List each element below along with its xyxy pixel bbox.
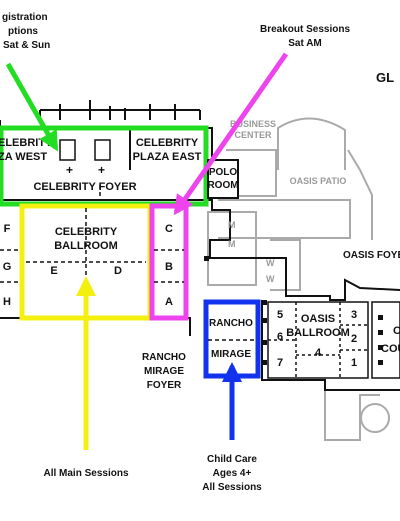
registration-callout-line-3: Sat & Sun xyxy=(3,40,50,51)
oasis-section-2: 2 xyxy=(351,333,357,345)
rancho-mirage-highlight xyxy=(203,299,261,379)
restroom-w-label-2: W xyxy=(266,274,275,284)
business-center-label-2: CENTER xyxy=(234,130,272,140)
oasis-south-wall xyxy=(261,300,400,391)
svg-text:+: + xyxy=(66,163,73,177)
section-a-label: A xyxy=(165,296,173,308)
map-title: GL xyxy=(376,70,394,85)
child-care-callout: Child Care Ages 4+ All Sessions xyxy=(202,454,262,493)
breakout-arrow xyxy=(173,52,289,216)
section-h-label: H xyxy=(3,296,11,308)
section-g-label: G xyxy=(3,261,12,273)
oasis-label-1: OASIS xyxy=(301,313,335,325)
business-wing-outline xyxy=(226,149,277,197)
court-label: COU xyxy=(381,343,400,355)
oasis-ballroom-walls xyxy=(267,301,400,379)
breakout-callout: Breakout Sessions Sat AM xyxy=(260,24,350,49)
main-sessions-callout: All Main Sessions xyxy=(43,468,128,479)
court-room-rect xyxy=(371,301,400,379)
mirage-label: MIRAGE xyxy=(211,349,251,360)
background-structures xyxy=(207,117,390,441)
room-dividers xyxy=(0,185,256,341)
svg-text:+: + xyxy=(98,163,105,177)
child-care-line-2: Ages 4+ xyxy=(213,468,252,479)
rancho-label: RANCHO xyxy=(209,318,253,329)
child-care-line-1: Child Care xyxy=(207,454,257,465)
section-b-label: B xyxy=(165,261,173,273)
ballroom-south-wall xyxy=(0,317,191,336)
restroom-m-label-2: M xyxy=(228,239,236,249)
oasis-patio-label: OASIS PATIO xyxy=(290,176,347,186)
business-center-label-1: BUSINESS xyxy=(230,119,276,129)
celebrity-foyer-label: CELEBRITY FOYER xyxy=(33,181,136,193)
oasis-section-6: 6 xyxy=(277,331,283,343)
plaza-booths xyxy=(59,139,111,161)
oasis-foyer-label: OASIS FOYE xyxy=(343,250,400,261)
oasis-section-7: 7 xyxy=(277,357,283,369)
child-care-line-3: All Sessions xyxy=(202,482,262,493)
section-f-label: F xyxy=(4,223,11,235)
oasis-dome-outline xyxy=(277,117,346,170)
registration-callout-line-1: gistration xyxy=(2,12,48,23)
plaza-west-label-1: ELEBRITY xyxy=(0,137,53,149)
breakout-callout-line-2: Sat AM xyxy=(288,38,322,49)
oasis-section-4: 4 xyxy=(315,347,322,359)
breakout-callout-line-1: Breakout Sessions xyxy=(260,24,350,35)
plaza-west-label-2: ZA WEST xyxy=(0,151,47,163)
section-c-label: C xyxy=(165,223,173,235)
fountain-outline xyxy=(360,403,390,433)
lower-wing-outline xyxy=(324,385,380,441)
section-d-label: D xyxy=(114,265,122,277)
oasis-pillars xyxy=(204,256,383,365)
rancho-foyer-label-1: RANCHO xyxy=(142,352,186,363)
plaza-east-label-1: CELEBRITY xyxy=(136,137,199,149)
plaza-interior: + + xyxy=(59,139,111,177)
rancho-foyer-label-3: FOYER xyxy=(147,380,182,391)
section-e-label: E xyxy=(50,265,57,277)
rancho-foyer-label-2: MIRAGE xyxy=(144,366,184,377)
registration-callout-line-2: ptions xyxy=(8,26,38,37)
oasis-label-2: BALLROOM xyxy=(286,327,350,339)
court-label-top: O xyxy=(393,325,400,337)
restroom-w-label-1: W xyxy=(266,258,275,268)
room-labels: ELEBRITY ZA WEST CELEBRITY PLAZA EAST CE… xyxy=(0,119,400,391)
oasis-section-1: 1 xyxy=(351,357,357,369)
ballroom-label-2: BALLROOM xyxy=(54,240,118,252)
oasis-section-3: 3 xyxy=(351,309,357,321)
patio-edge-outline xyxy=(347,149,373,240)
patio-wing-outline xyxy=(218,199,351,239)
registration-callout: gistration ptions Sat & Sun xyxy=(2,12,50,51)
polo-room-label-1: POLO xyxy=(209,167,238,178)
oasis-section-5: 5 xyxy=(277,309,283,321)
breakout-rooms-highlight xyxy=(149,203,189,321)
polo-room-label-2: ROOM xyxy=(207,180,238,191)
registration-arrow xyxy=(5,62,59,152)
ballroom-label-1: CELEBRITY xyxy=(55,226,118,238)
restroom-m-label-1: M xyxy=(228,220,236,230)
plaza-east-label-2: PLAZA EAST xyxy=(133,151,202,163)
polo-room-box xyxy=(207,159,239,199)
